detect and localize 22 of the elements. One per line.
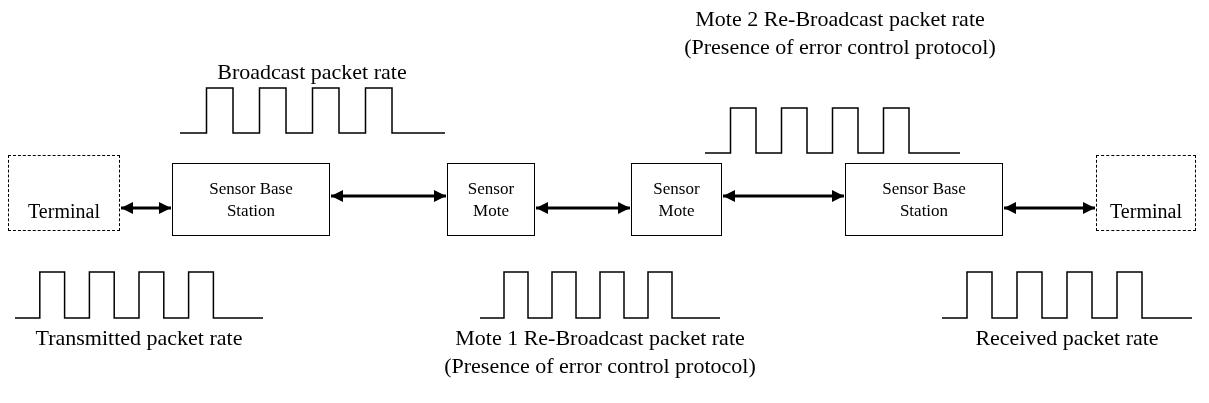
terminal-box bbox=[8, 155, 120, 231]
waveform-caption: Transmitted packet rate bbox=[34, 324, 244, 352]
node-label: Sensor Base Station bbox=[208, 178, 294, 221]
waveform-caption: Mote 2 Re-Broadcast packet rate (Presence of error control protocol) bbox=[683, 5, 997, 61]
node-label: Terminal bbox=[1110, 199, 1182, 224]
station-box bbox=[631, 163, 722, 236]
terminal-box bbox=[1096, 155, 1196, 231]
double-arrow bbox=[1004, 202, 1095, 214]
node-label: Sensor Mote bbox=[466, 178, 516, 221]
double-arrow bbox=[331, 190, 446, 202]
node-label: Terminal bbox=[28, 199, 100, 224]
double-arrow bbox=[536, 202, 630, 214]
node-label: Sensor Base Station bbox=[881, 178, 967, 221]
station-box bbox=[447, 163, 535, 236]
station-box bbox=[845, 163, 1003, 236]
waveform-caption: Received packet rate bbox=[974, 324, 1160, 352]
double-arrow bbox=[723, 190, 844, 202]
station-box bbox=[172, 163, 330, 236]
double-arrow bbox=[121, 202, 171, 214]
waveform-caption: Mote 1 Re-Broadcast packet rate (Presence of error control protocol) bbox=[443, 324, 757, 380]
waveform-caption: Broadcast packet rate bbox=[216, 58, 408, 86]
node-label: Sensor Mote bbox=[652, 178, 701, 221]
